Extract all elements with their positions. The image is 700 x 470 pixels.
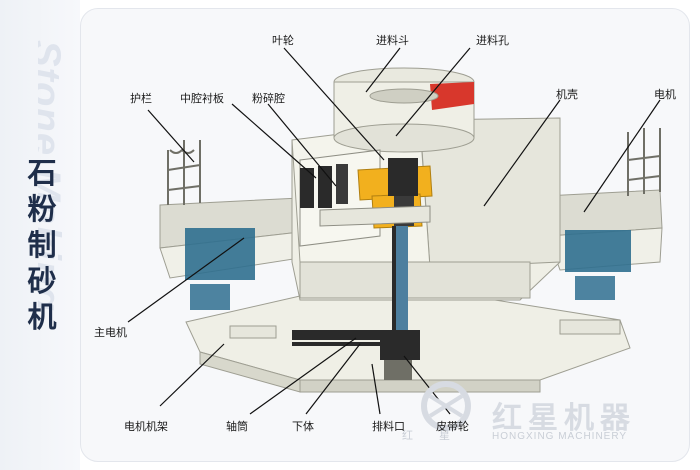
side-title-char: 石	[27, 156, 57, 190]
label-pulley: 皮带轮	[436, 420, 469, 433]
label-housing: 机壳	[556, 88, 578, 101]
label-discharge-port: 排料口	[372, 420, 405, 433]
belt-pulley	[292, 330, 396, 346]
feed-hopper	[333, 67, 475, 153]
side-title-char: 制	[27, 228, 57, 262]
label-motor: 电机	[654, 88, 676, 101]
label-feed-hole: 进料孔	[476, 34, 509, 47]
brand-subtitle: HONGXING MACHINERY	[492, 431, 628, 442]
label-guardrail: 护栏	[130, 92, 152, 105]
label-impeller: 叶轮	[272, 34, 294, 47]
label-shaft-sleeve: 轴筒	[226, 420, 248, 433]
label-main-motor: 主电机	[94, 326, 127, 339]
label-crushing-chamber: 粉碎腔	[252, 92, 285, 105]
label-cavity-liner: 中腔衬板	[180, 92, 224, 105]
right-motor-platform	[544, 128, 663, 300]
label-motor-frame: 电机机架	[124, 420, 168, 433]
label-feed-hopper: 进料斗	[376, 34, 409, 47]
side-title-char: 砂	[27, 264, 57, 298]
brand-vertical-text: 红星	[402, 429, 476, 442]
side-title-char: 粉	[27, 192, 57, 226]
left-motor-platform	[159, 140, 301, 310]
brand-watermark: 红星 红星机器 HONGXING MACHINERY	[402, 393, 692, 453]
brand-logo-icon	[421, 381, 471, 431]
label-lower-body: 下体	[292, 420, 314, 433]
brand-name: 红星机器	[492, 401, 636, 436]
side-watermark: Stone Making	[38, 40, 68, 313]
side-title: 石 粉 制 砂 机	[22, 155, 62, 335]
side-title-char: 机	[27, 300, 57, 334]
side-band	[0, 0, 80, 470]
cutaway	[299, 149, 433, 247]
